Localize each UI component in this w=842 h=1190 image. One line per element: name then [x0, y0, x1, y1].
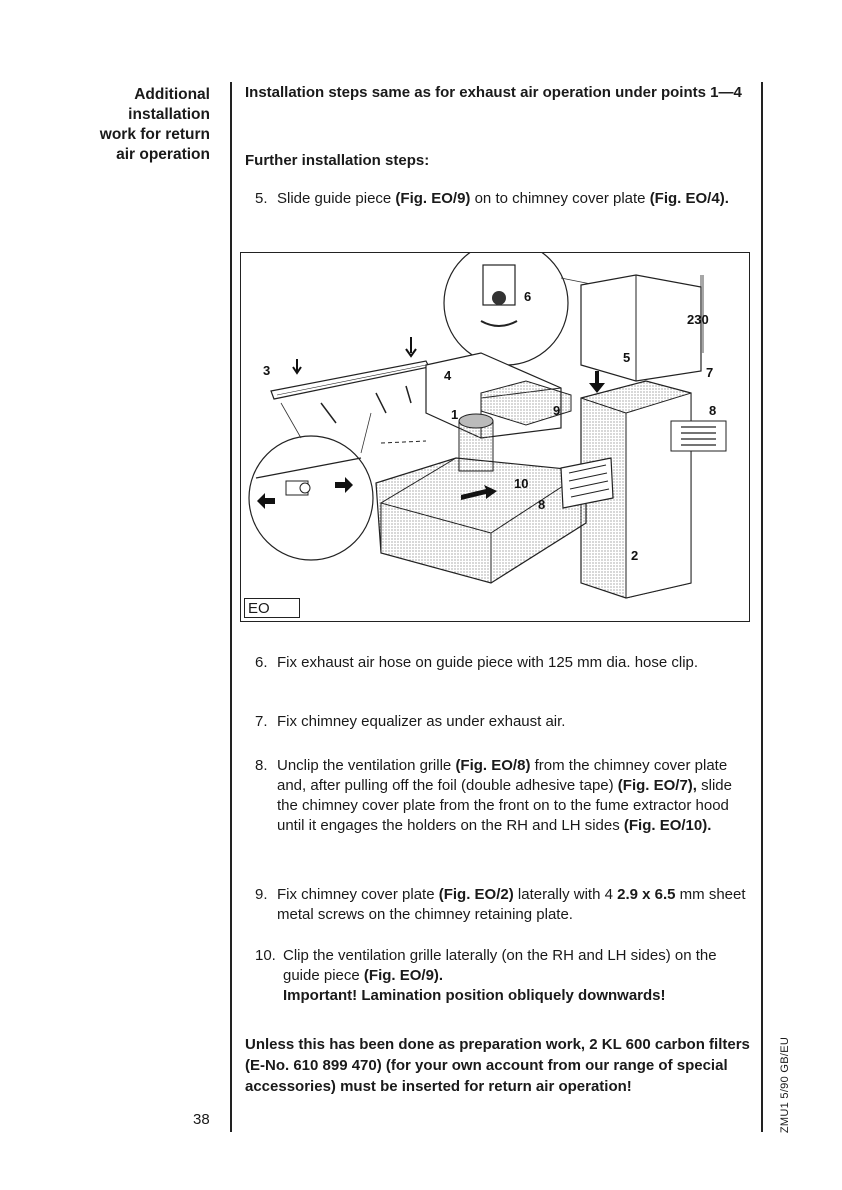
step-text-segment: Slide guide piece: [277, 190, 396, 207]
step-number: 9.: [255, 886, 268, 903]
step-text-segment: Fix chimney cover plate: [277, 886, 439, 903]
step-10: 10. Clip the ventilation grille laterall…: [255, 946, 750, 1006]
side-heading-line: Additional: [134, 86, 210, 103]
step-9: 9. Fix chimney cover plate (Fig. EO/2) l…: [255, 885, 750, 925]
step-text-segment: (Fig. EO/9): [395, 190, 471, 207]
step-text-segment: slide the chimney cover plate from the f…: [277, 777, 732, 834]
callout-10: 10: [514, 476, 528, 491]
side-heading: Additional installation work for return …: [40, 85, 210, 165]
step-text-segment: Clip the ventilation grille laterally (o…: [283, 947, 717, 984]
carbon-filter-note: Unless this has been done as preparation…: [245, 1036, 750, 1095]
step-text-segment: 2.9 x 6.5: [617, 886, 676, 903]
dimension-230: 230: [687, 312, 709, 327]
callout-3: 3: [263, 363, 270, 378]
step-number: 7.: [255, 713, 268, 730]
callout-6: 6: [524, 289, 531, 304]
step-text-segment: Important! Lamination position obliquely…: [283, 987, 666, 1004]
step-text: Fix chimney cover plate (Fig. EO/2) late…: [277, 885, 750, 925]
step-text-segment: mm sheet metal screws on the chimney ret…: [277, 886, 746, 923]
detail-circle-bottom: [248, 435, 374, 561]
step-6: 6. Fix exhaust air hose on guide piece w…: [255, 653, 750, 673]
side-heading-line: installation: [128, 106, 210, 123]
left-divider: [230, 82, 232, 1132]
step-8: 8. Unclip the ventilation grille (Fig. E…: [255, 756, 750, 836]
step-text-segment: Fix exhaust air hose on guide piece with…: [277, 654, 699, 671]
callout-7: 7: [706, 365, 713, 380]
step-number: 8.: [255, 757, 268, 774]
document-code: ZMU1 5/90 GB/EU: [775, 1036, 795, 1134]
step-text-segment: (Fig. EO/7),: [617, 777, 697, 794]
step-text: Fix exhaust air hose on guide piece with…: [277, 653, 750, 673]
step-text: Clip the ventilation grille laterally (o…: [283, 946, 750, 1006]
intro-text: Installation steps same as for exhaust a…: [245, 84, 742, 101]
step-number: 5.: [255, 190, 268, 207]
step-text-segment: from the chimney cover plate and, after …: [277, 757, 728, 794]
step-text-segment: Unclip the ventilation grille: [277, 757, 456, 774]
step-7: 7. Fix chimney equalizer as under exhaus…: [255, 712, 750, 732]
step-number: 6.: [255, 654, 268, 671]
callout-9: 9: [553, 403, 560, 418]
callout-5: 5: [623, 350, 630, 365]
right-divider: [761, 82, 763, 1132]
figure-label: EO: [244, 598, 300, 618]
step-text: Unclip the ventilation grille (Fig. EO/8…: [277, 756, 750, 836]
detail-circle-top: [443, 253, 569, 366]
step-text-segment: (Fig. EO/9).: [363, 967, 444, 984]
step-text-segment: laterally with 4: [513, 886, 618, 903]
callout-8-front: 8: [538, 497, 545, 512]
step-5: 5. Slide guide piece (Fig. EO/9) on to c…: [255, 189, 750, 209]
document-code-text: ZMU1 5/90 GB/EU: [779, 1036, 791, 1134]
step-text-segment: Fix chimney equalizer as under exhaust a…: [277, 713, 566, 730]
callout-1: 1: [451, 407, 458, 422]
step-text-segment: (Fig. EO/2): [438, 886, 514, 903]
callout-4: 4: [444, 368, 452, 383]
step-number: 10.: [255, 947, 276, 964]
step-text-segment: (Fig. EO/4).: [649, 190, 729, 207]
step-text: Slide guide piece (Fig. EO/9) on to chim…: [277, 189, 750, 209]
installation-figure: 3 4 1 9 6 230 5 7 8 10 8 2 EO: [240, 252, 750, 622]
step-text-segment: (Fig. EO/8): [455, 757, 531, 774]
callout-2: 2: [631, 548, 638, 563]
step-text: Fix chimney equalizer as under exhaust a…: [277, 712, 750, 732]
figure-drawing: 3 4 1 9 6 230 5 7 8 10 8 2: [248, 253, 727, 599]
further-steps-heading: Further installation steps:: [245, 152, 430, 169]
step-text-segment: on to chimney cover plate: [470, 190, 650, 207]
step-text-segment: (Fig. EO/10).: [623, 817, 712, 834]
side-heading-line: air operation: [116, 146, 210, 163]
callout-8-right: 8: [709, 403, 716, 418]
side-heading-line: work for return: [99, 126, 210, 143]
page-number: 38: [193, 1111, 210, 1128]
